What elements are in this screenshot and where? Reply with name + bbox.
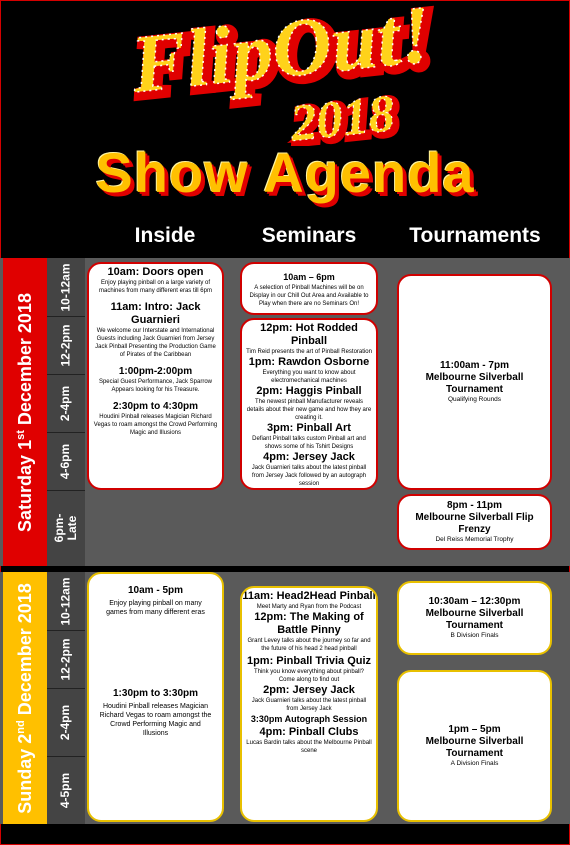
logo-year: 2018	[287, 85, 397, 146]
event-title: 2:30pm to 4:30pm	[112, 401, 199, 412]
event-desc: Houdini Pinball releases Magician Richar…	[93, 414, 218, 436]
sat-inside-card: 10am: Doors open Enjoy playing pinball o…	[87, 262, 224, 490]
event-title: 1pm: Pinball Trivia Quiz	[246, 655, 372, 667]
event-desc: Grant Levey talks about the journey so f…	[247, 638, 371, 652]
tournament-desc: Qualifying Rounds	[447, 395, 502, 403]
time-slot: 10-12am	[47, 572, 85, 631]
event-title: 4pm: Pinball Clubs	[259, 726, 359, 738]
tournament-time: 8pm - 11pm	[446, 500, 503, 511]
sat-tournament-card: 11:00am - 7pm Melbourne Silverball Tourn…	[397, 274, 552, 490]
column-tournaments: Tournaments	[409, 224, 541, 247]
time-slot: 2-4pm	[47, 374, 85, 433]
sun-seminars-card: 11am: Head2Head Pinball Meet Marty and R…	[240, 586, 378, 822]
saturday-label: Saturday 1st December 2018	[3, 258, 47, 566]
event-desc: Enjoy playing pinball on a large variety…	[99, 280, 212, 294]
event-desc: The newest pinball Manufacturer reveals …	[246, 399, 372, 421]
sun-tournament-b-card: 10:30am – 12:30pm Melbourne Silverball T…	[397, 581, 552, 655]
tournament-desc: A Division Finals	[450, 759, 499, 767]
time-slot: 6pm-Late	[52, 513, 79, 543]
event-desc: Think you know everything about pinball?…	[253, 669, 365, 683]
event-desc: Meet Marty and Ryan from the Podcast	[256, 604, 362, 610]
event-title: 10am - 5pm	[127, 585, 184, 596]
column-seminars: Seminars	[261, 224, 357, 247]
saturday-times: 10-12am 12-2pm 2-4pm 4-6pm 6pm-Late	[47, 258, 85, 566]
event-desc: Special Guest Performance, Jack Sparrow …	[98, 379, 213, 393]
tournament-name: Melbourne Silverball Tournament	[425, 371, 524, 395]
time-slot: 4-6pm	[47, 432, 85, 491]
event-desc: Houdini Pinball releases Magician Richar…	[99, 703, 212, 737]
sunday-times: 10-12am 12-2pm 2-4pm 4-5pm	[47, 572, 85, 824]
event-desc: Jack Guarnieri talks about the latest pi…	[251, 698, 367, 712]
event-title: 1:30pm to 3:30pm	[112, 688, 199, 699]
event-desc: Defiant Pinball talks custom Pinball art…	[252, 436, 366, 450]
event-title: 12pm: The Making of Battle Pinny	[254, 611, 364, 636]
tournament-time: 11:00am - 7pm	[440, 359, 509, 371]
event-desc: We welcome our Interstate and Internatio…	[95, 328, 216, 358]
event-title: 1pm: Rawdon Osborne	[248, 356, 370, 368]
sat-seminar-display-card: 10am – 6pm A selection of Pinball Machin…	[240, 262, 378, 315]
event-title: 11am: Intro: Jack Guarnieri	[110, 301, 201, 326]
event-desc: Jack Guarnieri talks about the latest pi…	[251, 465, 367, 487]
tournament-name: Melbourne Silverball Tournament	[425, 607, 524, 631]
sun-inside-card: 10am - 5pm Enjoy playing pinball on many…	[87, 572, 224, 822]
time-slot: 4-5pm	[58, 772, 73, 808]
event-desc: Tim Reid presents the art of Pinball Res…	[246, 349, 372, 355]
flipout-logo: FlipOut! FlipOut! 2018 2018	[125, 4, 445, 146]
event-desc: A selection of Pinball Machines will be …	[249, 285, 369, 307]
tournament-time: 10:30am – 12:30pm	[428, 595, 521, 607]
tournament-time: 1pm – 5pm	[448, 723, 501, 735]
time-slot: 10-12am	[47, 258, 85, 317]
event-title: 1:00pm-2:00pm	[118, 366, 193, 377]
tournament-name: Melbourne Silverball Tournament	[425, 735, 524, 759]
event-title: 3pm: Pinball Art	[267, 422, 351, 434]
event-title: 2pm: Haggis Pinball	[256, 385, 362, 397]
sat-seminars-card: 12pm: Hot Rodded Pinball Tim Reid presen…	[240, 318, 378, 490]
event-title: 12pm: Hot Rodded Pinball	[260, 322, 358, 347]
show-agenda-title: Show Agenda	[95, 141, 475, 204]
event-title: 3:30pm Autograph Session	[250, 714, 368, 724]
sat-flip-frenzy-card: 8pm - 11pm Melbourne Silverball Flip Fre…	[397, 494, 552, 550]
column-inside: Inside	[134, 224, 196, 247]
event-desc: Enjoy playing pinball on many games from…	[106, 600, 205, 616]
sunday-label: Sunday 2nd December 2018	[3, 572, 47, 824]
tournament-desc: Del Reiss Memorial Trophy	[435, 536, 514, 543]
event-desc: Lucas Bardin talks about the Melbourne P…	[246, 740, 372, 754]
tournament-desc: B Division Finals	[450, 631, 499, 639]
time-slot: 12-2pm	[47, 316, 85, 375]
event-title: 4pm: Jersey Jack	[263, 451, 355, 463]
event-title: 2pm: Jersey Jack	[263, 684, 355, 696]
event-title: 10am – 6pm	[283, 272, 335, 282]
time-slot: 12-2pm	[47, 630, 85, 689]
event-title: 11am: Head2Head Pinball	[242, 590, 376, 602]
sun-tournament-a-card: 1pm – 5pm Melbourne Silverball Tournamen…	[397, 670, 552, 822]
event-desc: Everything you want to know about electr…	[262, 370, 356, 384]
tournament-name: Melbourne Silverball Flip Frenzy	[415, 512, 534, 535]
time-slot: 2-4pm	[47, 688, 85, 757]
event-title: 10am: Doors open	[107, 266, 204, 278]
